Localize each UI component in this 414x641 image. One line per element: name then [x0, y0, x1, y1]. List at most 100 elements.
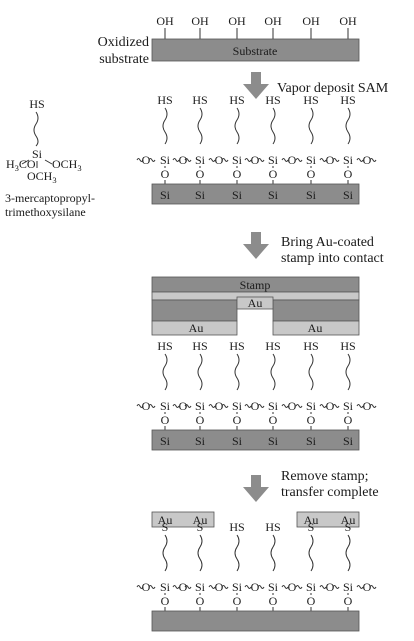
oh-group: OH [191, 14, 209, 28]
stamp-assembly: Stamp Au Au Au [151, 276, 360, 336]
thiol-hs: HS [229, 339, 244, 353]
silicon-atom: Si [268, 399, 279, 413]
transferred-au-blocks: Au Au Au Au [151, 511, 360, 528]
silicon-atom: Si [232, 153, 243, 167]
substrate-si-label: Si [195, 188, 206, 202]
oh-group: OH [228, 14, 246, 28]
silicon-atom: Si [268, 580, 279, 594]
bridging-oxygen: O [142, 580, 151, 594]
propyl-chain [234, 534, 240, 572]
process-arrow-2 [243, 232, 269, 259]
oxygen-atom: O [233, 413, 242, 427]
stamp-left-au [151, 320, 238, 336]
propyl-chain [162, 107, 168, 145]
siloxane-link [369, 404, 377, 408]
oxygen-atom: O [307, 594, 316, 608]
siloxane-link [369, 585, 377, 589]
siloxane-link [332, 158, 340, 162]
propyl-chain [162, 534, 168, 572]
substrate-si-label: Si [232, 188, 243, 202]
bridging-oxygen: O [215, 153, 224, 167]
thiolate-s: S [162, 520, 169, 534]
stamp-label: Stamp [240, 278, 271, 292]
au-block-right [296, 511, 360, 528]
stamp-right-post [272, 299, 360, 322]
siloxane-link [208, 404, 216, 408]
bridging-oxygen: O [288, 399, 297, 413]
silicon-substrate-bar [151, 610, 360, 632]
process-arrow-3 [243, 475, 269, 502]
silicon-substrate-bar [151, 183, 360, 205]
silicon-atom: Si [195, 399, 206, 413]
silicon-atom: Si [306, 580, 317, 594]
bridging-oxygen: O [142, 153, 151, 167]
thiol-hs: HS [303, 93, 318, 107]
oh-group: OH [302, 14, 320, 28]
propyl-chain [308, 534, 314, 572]
substrate-si-label: Si [195, 434, 206, 448]
silicon-atom: Si [306, 153, 317, 167]
thiolate-s: S [345, 520, 352, 534]
thiol-hs: HS [192, 93, 207, 107]
silicon-atom: Si [232, 399, 243, 413]
oxidized-label-line1: Oxidized [98, 35, 149, 50]
siloxane-link [136, 404, 144, 408]
bridging-oxygen: O [363, 153, 372, 167]
oxidized-label-line2: substrate [99, 52, 149, 67]
siloxane-link [208, 585, 216, 589]
siloxane-link [184, 585, 192, 589]
propyl-chain [162, 353, 168, 391]
step-vapor-deposit-label: Vapor deposit SAM [277, 81, 389, 96]
molecule-propyl-chain [33, 111, 39, 147]
siloxane-link [332, 404, 340, 408]
stamp-left-au-label: Au [189, 321, 204, 335]
siloxane-link [221, 158, 229, 162]
siloxane-link [172, 404, 180, 408]
molecule-methoxy-left: H3CO [6, 157, 36, 173]
siloxane-link [172, 585, 180, 589]
molecule-methoxy-right: OCH3 [52, 157, 82, 173]
siloxane-link [319, 158, 327, 162]
oxygen-atom: O [233, 167, 242, 181]
stamp-right-au [272, 320, 360, 336]
oxygen-atom: O [344, 594, 353, 608]
bridging-oxygen: O [363, 580, 372, 594]
oh-group: OH [264, 14, 282, 28]
bridging-oxygen: O [179, 580, 188, 594]
thiol-hs: HS [265, 339, 280, 353]
molecule-hs: HS [29, 97, 44, 111]
thiolate-s: S [197, 520, 204, 534]
propyl-chain [308, 107, 314, 145]
siloxane-link [172, 158, 180, 162]
molecule-bond-left [21, 159, 30, 165]
silicon-atom: Si [232, 580, 243, 594]
propyl-chain [345, 534, 351, 572]
siloxane-link [244, 158, 252, 162]
propyl-chain [197, 353, 203, 391]
siloxane-link [319, 585, 327, 589]
propyl-chain [270, 107, 276, 145]
siloxane-link [257, 158, 265, 162]
stamp-recess-au [236, 296, 274, 310]
oxygen-atom: O [196, 594, 205, 608]
substrate-bar [151, 38, 360, 62]
siloxane-link [148, 404, 156, 408]
propyl-chain [270, 534, 276, 572]
oxygen-atom: O [161, 413, 170, 427]
siloxane-link [136, 158, 144, 162]
molecule-si: Si [32, 147, 43, 161]
thiolate-s: S [308, 520, 315, 534]
substrate-si-label: Si [160, 188, 171, 202]
substrate-si-label: Si [268, 434, 279, 448]
oxygen-atom: O [196, 413, 205, 427]
oxygen-atom: O [161, 167, 170, 181]
oxygen-atom: O [161, 594, 170, 608]
siloxane-link [221, 404, 229, 408]
siloxane-link [295, 585, 303, 589]
siloxane-link [148, 585, 156, 589]
oxygen-atom: O [307, 413, 316, 427]
thiol-hs: HS [265, 93, 280, 107]
silicon-atom: Si [160, 580, 171, 594]
au-left-2: Au [193, 513, 208, 527]
